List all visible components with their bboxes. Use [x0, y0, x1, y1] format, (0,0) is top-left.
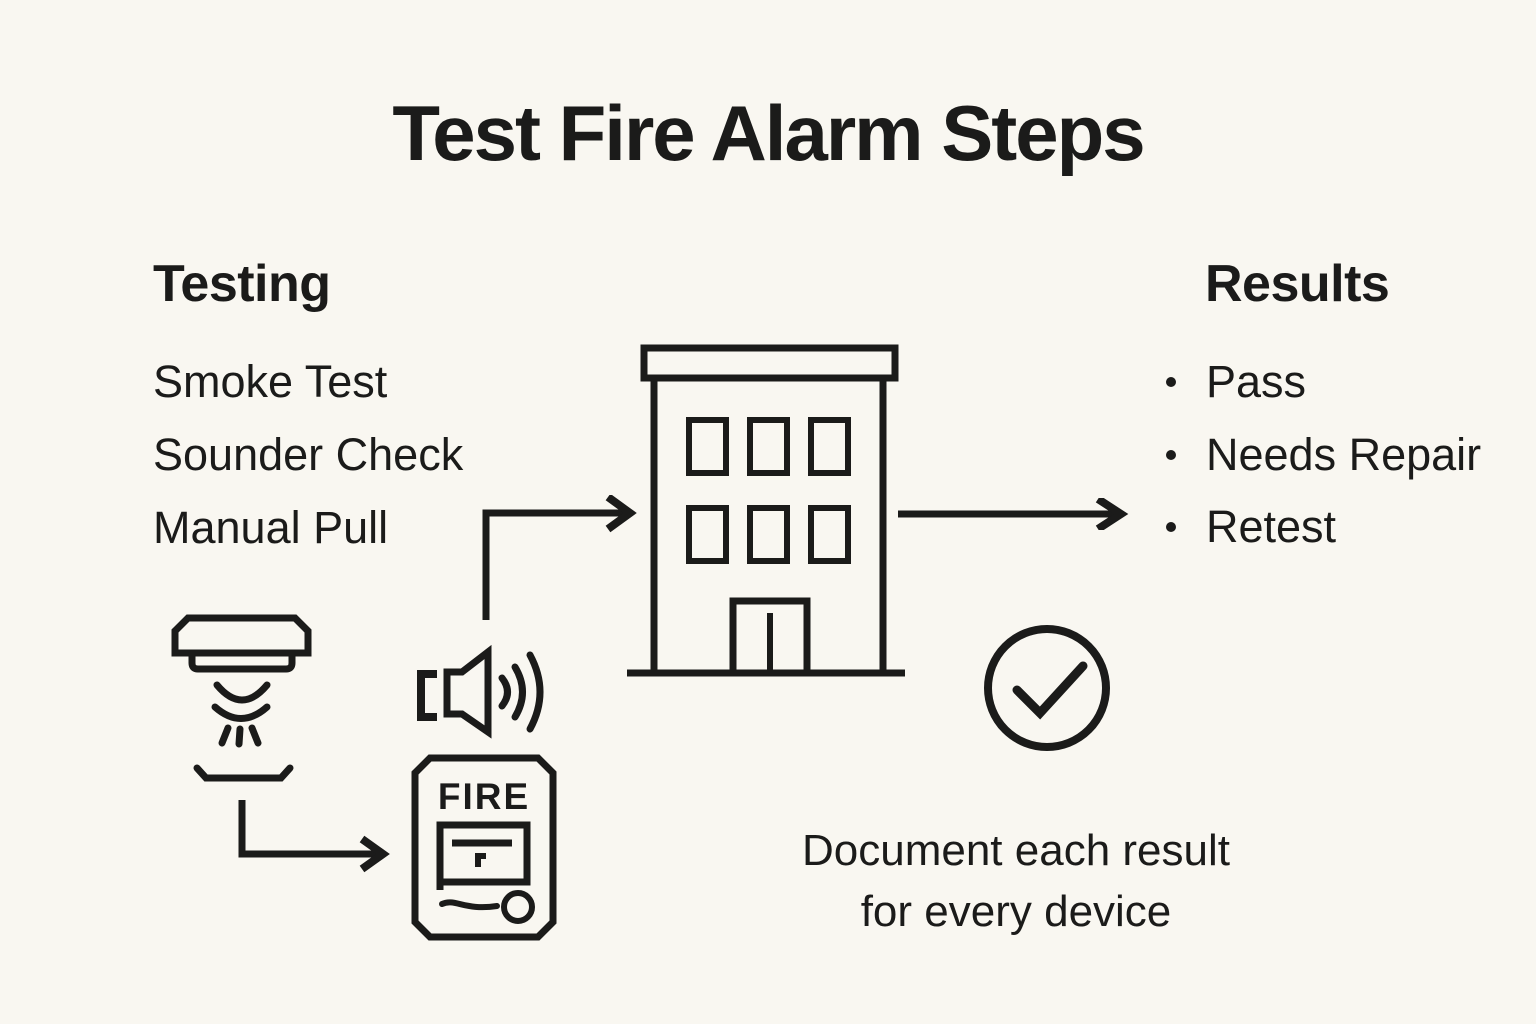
result-item-label: Pass: [1206, 356, 1307, 407]
result-item-needs-repair: Needs Repair: [1166, 429, 1481, 481]
result-item-pass: Pass: [1166, 356, 1306, 408]
fire-label: FIRE: [438, 776, 530, 817]
arrow-speaker-to-building: [482, 495, 637, 620]
speaker-icon: [417, 644, 544, 739]
arrow-building-to-results: [898, 498, 1129, 530]
bullet-icon: [1166, 522, 1176, 532]
testing-heading: Testing: [153, 255, 331, 313]
note-line-2: for every device: [860, 887, 1172, 936]
result-item-label: Needs Repair: [1206, 429, 1482, 480]
testing-item-sounder-check: Sounder Check: [153, 429, 464, 480]
arrow-detector-to-pull-station: [238, 800, 390, 873]
note-text: Document each result for every device: [766, 820, 1266, 942]
result-item-label: Retest: [1206, 501, 1337, 552]
fire-pull-station-icon: FIRE: [411, 754, 557, 941]
testing-item-smoke-test: Smoke Test: [153, 356, 388, 407]
bullet-icon: [1166, 450, 1176, 460]
result-item-retest: Retest: [1166, 501, 1336, 553]
testing-item-manual-pull: Manual Pull: [153, 502, 389, 553]
building-icon: [627, 344, 905, 677]
note-line-1: Document each result: [802, 826, 1230, 875]
bullet-icon: [1166, 377, 1176, 387]
page-title: Test Fire Alarm Steps: [392, 89, 1145, 177]
check-circle-icon: [984, 625, 1110, 751]
results-heading: Results: [1205, 255, 1390, 313]
smoke-detector-icon: [171, 614, 312, 782]
